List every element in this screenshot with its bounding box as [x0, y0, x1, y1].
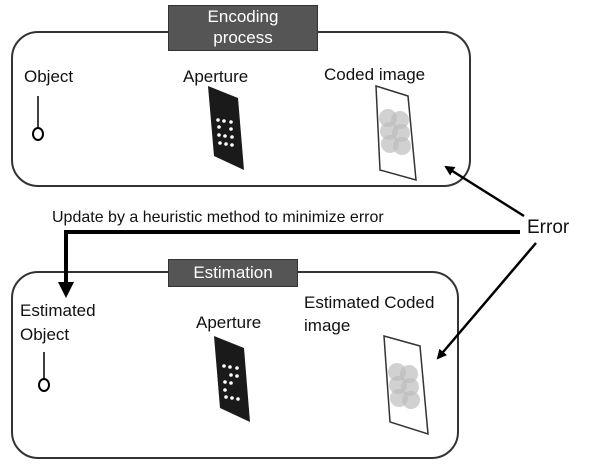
coded-image-blur	[379, 109, 411, 155]
coded-image-label: Coded image	[324, 65, 426, 84]
estimated-aperture-label: Aperture	[196, 313, 262, 332]
update-method-text: Update by a heuristic method to minimize…	[52, 209, 384, 226]
aperture-holes	[216, 118, 234, 147]
estimated-object-line2: Object	[20, 325, 70, 344]
aperture-plate	[208, 86, 244, 170]
estimation-title: Estimation	[193, 263, 273, 282]
object-point-icon	[32, 127, 44, 141]
estimated-aperture-holes	[222, 364, 240, 401]
error-arrow-to-coded-image	[444, 165, 525, 218]
estimated-object-point-icon	[38, 378, 50, 392]
estimated-coded-image-blur	[388, 363, 420, 409]
encoding-process-banner: Encoding process	[168, 5, 318, 51]
encoding-title-line1: Encoding	[207, 7, 279, 26]
estimated-coded-line1: Estimated Coded	[304, 293, 435, 312]
estimation-banner: Estimation	[168, 259, 298, 287]
update-feedback-arrowhead	[58, 282, 74, 298]
object-label: Object	[24, 67, 74, 86]
estimated-coded-line2: image	[304, 316, 351, 335]
error-label: Error	[527, 217, 570, 238]
encoding-title-line2: process	[213, 28, 273, 47]
aperture-label: Aperture	[183, 67, 249, 86]
estimated-object-label: Estimated Object	[20, 300, 96, 345]
estimated-coded-image-label: Estimated Coded image	[304, 292, 434, 336]
error-arrow-to-estimated-coded-image	[436, 242, 537, 360]
estimated-object-line1: Estimated	[20, 301, 96, 320]
estimated-aperture-plate	[214, 336, 250, 422]
update-feedback-arrow	[64, 230, 520, 286]
